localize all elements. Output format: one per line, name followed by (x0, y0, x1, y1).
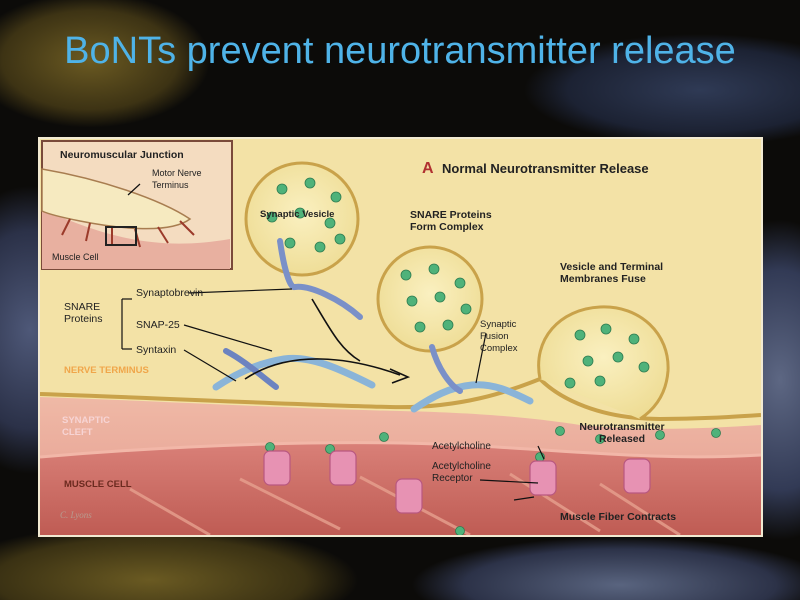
muscle-membrane (40, 441, 761, 459)
muscle-cell-label: MUSCLE CELL (64, 479, 132, 490)
inset-zoom-box (105, 226, 137, 246)
nerve-terminus-label: NERVE TERMINUS (64, 365, 149, 376)
snare-proteins (212, 238, 534, 413)
snare-proteins-label: SNARE Proteins (64, 301, 103, 325)
acetylcholine-label: Acetylcholine (432, 441, 491, 452)
muscle-fiber-contracts-label: Muscle Fiber Contracts (560, 511, 677, 523)
diagram-artwork (40, 139, 761, 535)
artist-signature: C. Lyons (60, 510, 92, 520)
inset-branches (61, 218, 195, 248)
leader-lines (121, 183, 545, 501)
fusion-complex-label: Synaptic Fusion Complex (480, 319, 518, 354)
inset-title: Neuromuscular Junction (60, 149, 184, 161)
synaptobrevin-label: Synaptobrevin (136, 287, 204, 299)
neurotransmitter-dots (265, 177, 721, 535)
inset-muscle-cell-label: Muscle Cell (52, 252, 99, 262)
synaptic-cleft-label: SYNAPTIC CLEFT (62, 415, 111, 438)
panel-title: Normal Neurotransmitter Release (442, 161, 649, 176)
synaptic-vesicle-2 (376, 245, 484, 353)
vesicle-fuse-label: Vesicle and Terminal Membranes Fuse (560, 261, 664, 285)
panel-letter: A (422, 160, 434, 177)
slide-title: BoNTs prevent neurotransmitter release (64, 30, 736, 72)
diagram-figure: Neuromuscular Junction Motor Nerve Termi… (38, 137, 763, 537)
ach-receptors (263, 450, 651, 514)
inset-muscle (42, 209, 230, 269)
inset-nerve (41, 168, 192, 230)
neurotransmitter-released-label: Neurotransmitter Released (579, 421, 665, 445)
ach-receptor-label: Acetylcholine Receptor (432, 461, 491, 484)
synaptic-vesicle-1 (244, 161, 360, 277)
snare-complex-label: SNARE Proteins Form Complex (410, 209, 492, 233)
inset-motor-nerve-label: Motor Nerve Terminus (152, 168, 202, 190)
process-arrows (244, 298, 411, 384)
syntaxin-label: Syntaxin (136, 344, 177, 356)
snap25-label: SNAP-25 (136, 319, 180, 331)
synaptic-vesicle-label: Synaptic Vesicle (260, 209, 335, 220)
